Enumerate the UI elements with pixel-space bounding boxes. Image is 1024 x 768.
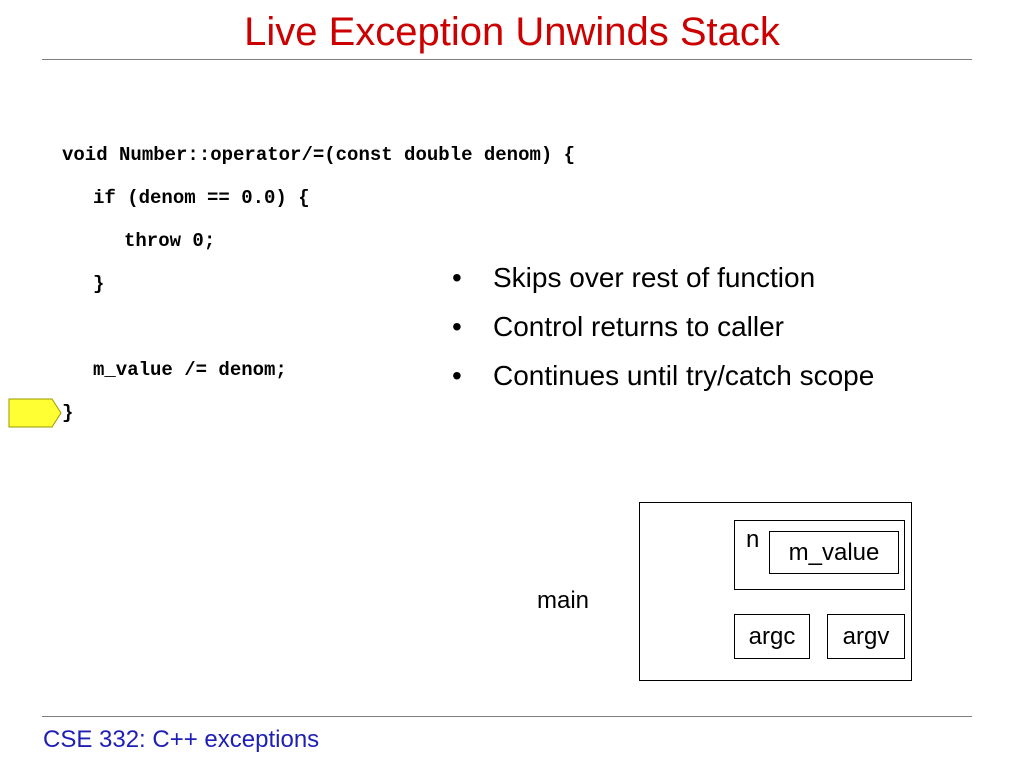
bullet-item: • Skips over rest of function: [452, 253, 874, 302]
member-label: m_value: [788, 539, 880, 566]
argv-label: argv: [842, 623, 890, 650]
bullet-dot: •: [452, 311, 462, 342]
object-box-n: n m_value: [734, 520, 905, 590]
code-line-5: m_value /= denom;: [93, 359, 287, 381]
bullet-list: • Skips over rest of function • Control re…: [452, 253, 874, 400]
argc-box: argc: [734, 614, 810, 659]
stack-frame-main: n m_value argc argv: [639, 502, 912, 681]
argv-box: argv: [827, 614, 905, 659]
bullet-item: • Control returns to caller: [452, 302, 874, 351]
code-line-2: if (denom == 0.0) {: [93, 187, 310, 209]
object-label: n: [746, 526, 760, 553]
slide-title: Live Exception Unwinds Stack: [244, 10, 780, 54]
stack-frame-label: main: [537, 587, 590, 614]
footer-text: CSE 332: C++ exceptions: [43, 726, 320, 753]
title-divider: [42, 59, 972, 60]
argc-label: argc: [748, 623, 796, 650]
bullet-dot: •: [452, 262, 462, 293]
code-line-6: }: [62, 402, 74, 424]
bullet-text: Control returns to caller: [493, 311, 785, 342]
bullet-dot: •: [452, 360, 462, 391]
footer-divider: [42, 716, 972, 717]
code-line-4: }: [93, 273, 105, 295]
bullet-text: Skips over rest of function: [493, 262, 816, 293]
bullet-text: Continues until try/catch scope: [493, 360, 875, 391]
bullet-item: • Continues until try/catch scope: [452, 351, 874, 400]
current-line-arrow-icon: [8, 398, 62, 428]
member-box-m-value: m_value: [769, 531, 899, 574]
code-line-1: void Number::operator/=(const double den…: [62, 144, 576, 166]
code-line-3: throw 0;: [124, 230, 216, 252]
